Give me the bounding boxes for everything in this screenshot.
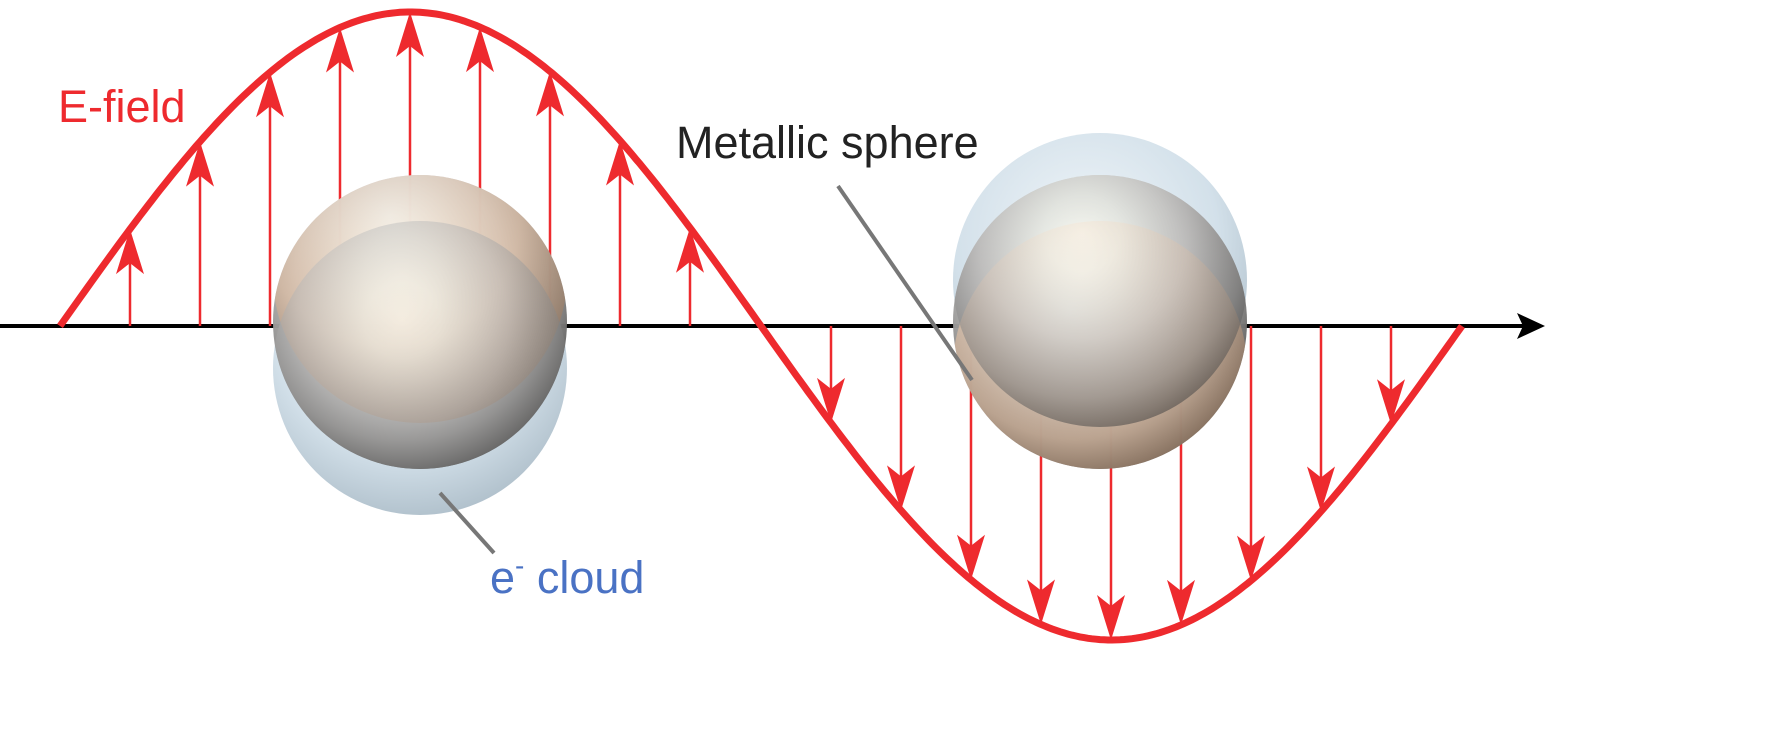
efield-label: E-field bbox=[58, 81, 186, 132]
efield-vector-arrowhead bbox=[466, 27, 494, 73]
sphere-leader-line bbox=[836, 184, 974, 382]
efield-wave bbox=[57, 8, 1465, 644]
efield-vector-arrowhead bbox=[1237, 535, 1265, 581]
right-metal-core bbox=[953, 175, 1247, 427]
electron-charge-superscript: - bbox=[515, 550, 524, 581]
efield-vector-arrowhead bbox=[1377, 379, 1405, 425]
right-sphere-group bbox=[953, 133, 1247, 469]
efield-vector-arrowhead bbox=[326, 27, 354, 73]
efield-vector-arrowhead bbox=[536, 71, 564, 117]
efield-vector-arrowhead bbox=[606, 140, 634, 186]
efield-vector-arrowhead bbox=[256, 72, 284, 118]
efield-vector-arrowhead bbox=[1027, 579, 1055, 625]
efield-vector-arrowhead bbox=[116, 229, 144, 275]
cloud-leader-line bbox=[438, 491, 496, 555]
efield-vector-arrowhead bbox=[1307, 466, 1335, 512]
left-sphere-group bbox=[273, 175, 567, 515]
efield-vector-arrowhead bbox=[1167, 579, 1195, 625]
metallic-sphere-label: Metallic sphere bbox=[676, 117, 979, 168]
efield-vector-arrowhead bbox=[1097, 594, 1125, 640]
cloud-word: cloud bbox=[524, 552, 644, 603]
efield-vector-arrowhead bbox=[887, 465, 915, 511]
axis-arrowhead bbox=[1517, 313, 1545, 339]
electron-symbol: e bbox=[490, 552, 515, 603]
propagation-axis bbox=[0, 313, 1545, 339]
efield-vector-arrowhead bbox=[676, 227, 704, 273]
efield-vector-arrowhead bbox=[957, 534, 985, 580]
efield-vector-arrowhead bbox=[817, 377, 845, 423]
electron-cloud-label: e- cloud bbox=[490, 550, 644, 603]
left-metal-core bbox=[273, 221, 567, 469]
efield-vector-arrowhead bbox=[396, 12, 424, 58]
efield-vector-arrowhead bbox=[186, 141, 214, 187]
